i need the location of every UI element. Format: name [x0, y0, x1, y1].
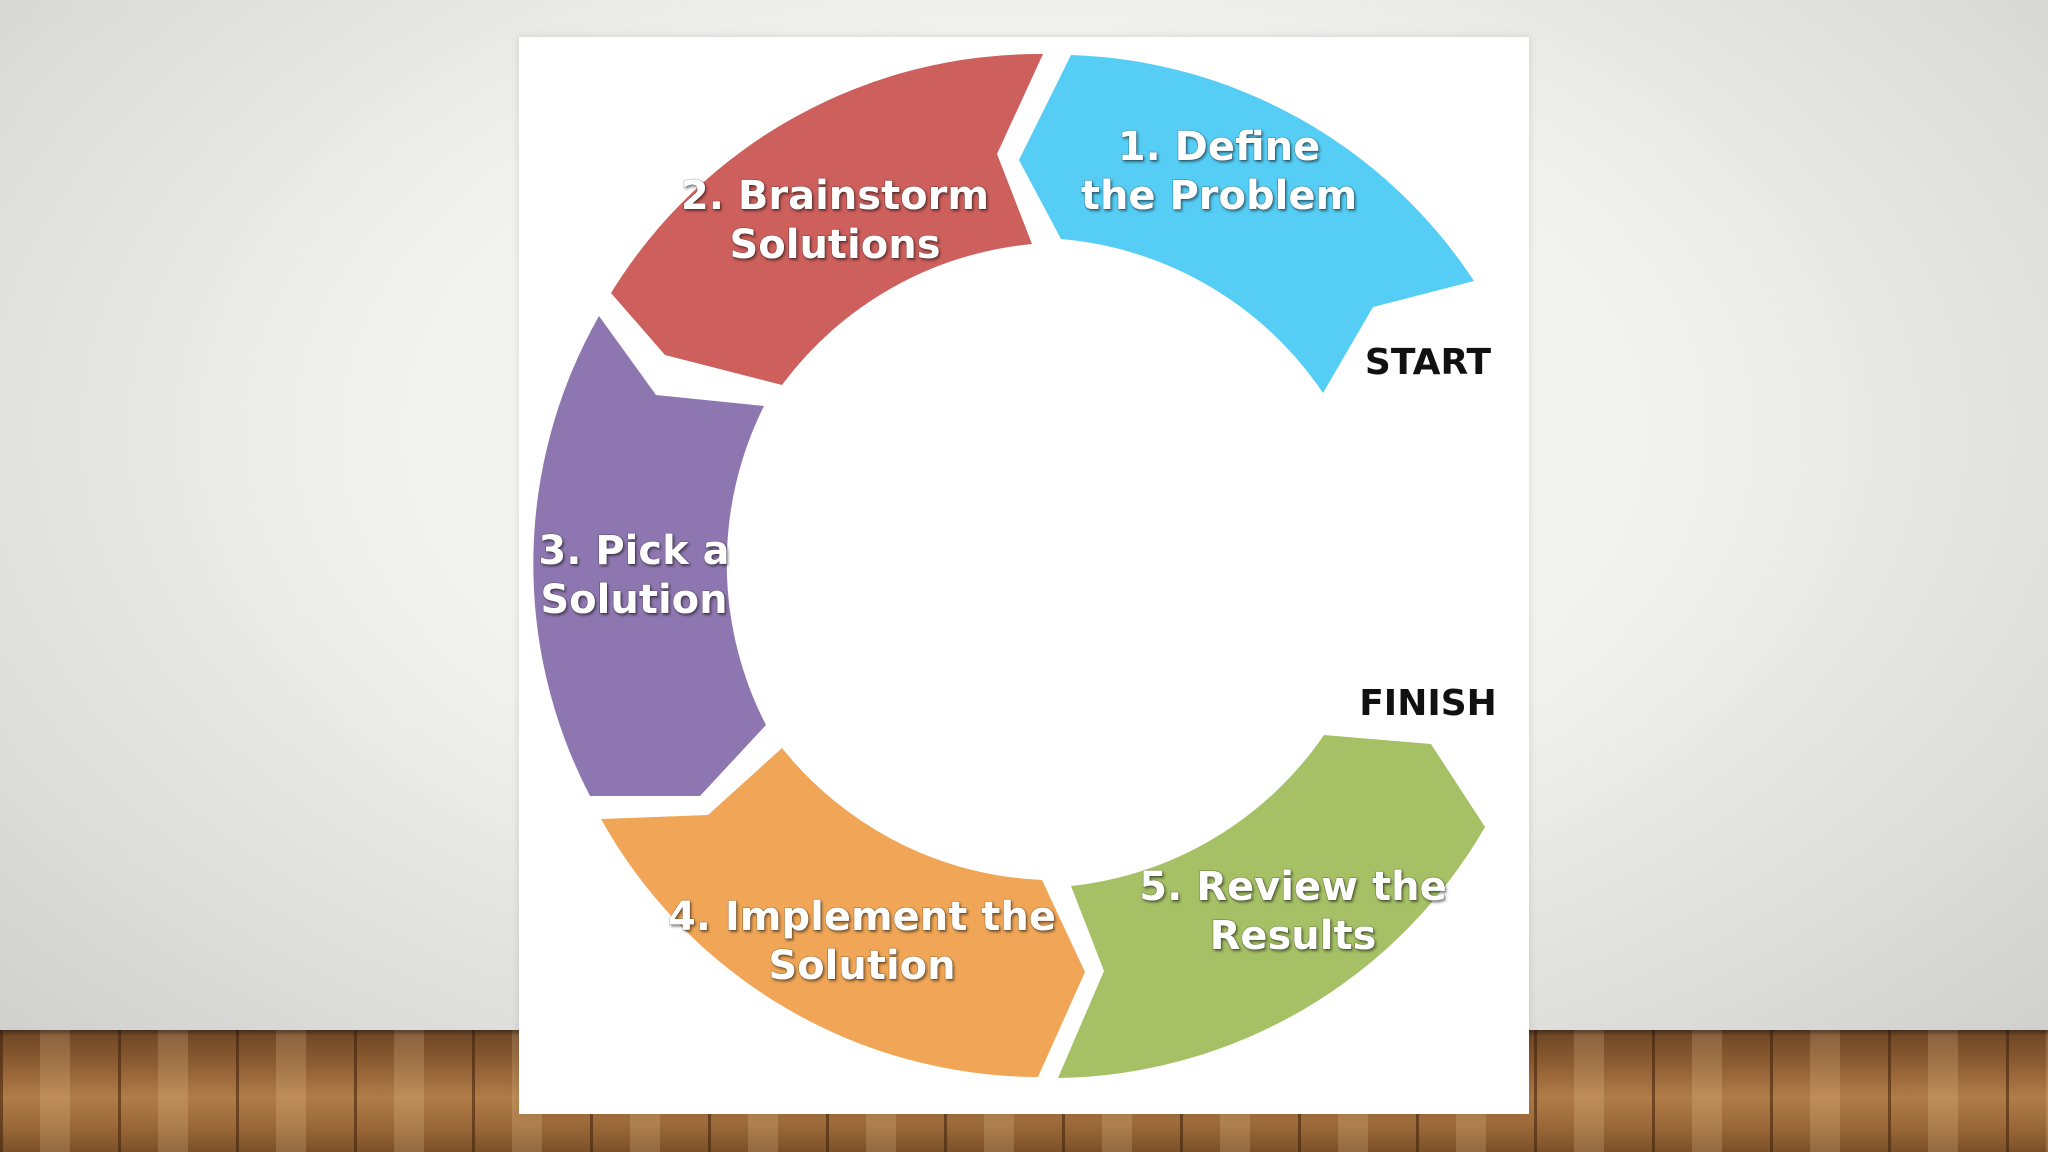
define-label-line2: the Problem	[1081, 173, 1357, 219]
brainstorm-label-line1: 2. Brainstorm	[681, 173, 989, 219]
problem-solving-cycle-diagram: 1. Define the Problem 2. Brainstorm Solu…	[533, 53, 1497, 1078]
pick-label-line1: 3. Pick a	[538, 528, 729, 574]
review-label-line1: 5. Review the	[1139, 864, 1446, 910]
implement-label-line1: 4. Implement the	[668, 894, 1056, 940]
segment-define-problem	[1019, 55, 1474, 393]
segment-review-results	[1058, 735, 1485, 1078]
diagram-card: 1. Define the Problem 2. Brainstorm Solu…	[519, 37, 1529, 1114]
segment-pick-solution	[533, 316, 766, 796]
segment-brainstorm-solutions	[611, 53, 1043, 386]
review-label-line2: Results	[1210, 913, 1377, 959]
start-marker: START	[1365, 342, 1492, 383]
pick-label-line2: Solution	[540, 577, 727, 623]
step-labels: 1. Define the Problem 2. Brainstorm Solu…	[538, 123, 1448, 989]
define-label-line1: 1. Define	[1118, 124, 1321, 170]
segment-implement-solution	[601, 748, 1085, 1077]
implement-label-line2: Solution	[768, 943, 955, 989]
brainstorm-label-line2: Solutions	[729, 222, 940, 268]
finish-marker: FINISH	[1359, 683, 1497, 724]
